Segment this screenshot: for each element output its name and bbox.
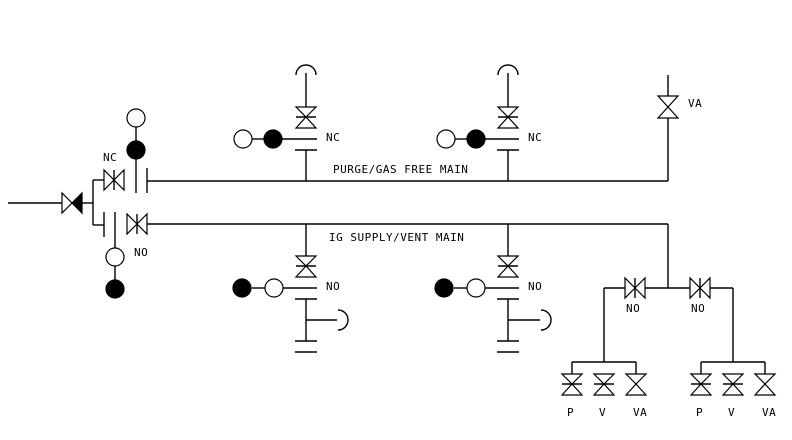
ig-branch-1 [232,224,349,353]
inlet-upper-valve-label: NC [103,151,117,164]
inlet-lower-valve-label: NO [134,246,148,259]
purge-vent-valve-label: VA [688,97,702,110]
outlet-group-1 [560,361,648,396]
purge-branch-1-label: NC [326,131,340,144]
distribution-valve-1-label: NO [626,302,640,315]
purge-vent-riser [656,75,680,181]
outlet-1-va-label: VA [633,406,647,419]
outlet-1-p-label: P [567,406,574,419]
outlet-2-p-label: P [696,406,703,419]
ig-main-label: IG SUPPLY/VENT MAIN [329,231,464,244]
inlet-upper-branch [93,108,668,193]
outlet-2-v-label: V [728,406,735,419]
distribution-valve-2-label: NO [691,302,705,315]
ig-branch-2-label: NO [528,280,542,293]
outlet-1-v-label: V [599,406,606,419]
inlet-line [8,180,94,225]
purge-branch-2 [436,64,520,181]
purge-branch-1 [233,64,318,181]
inlet-lower-branch [93,212,668,299]
distribution-header [603,224,734,362]
purge-main-label: PURGE/GAS FREE MAIN [333,163,468,176]
outlet-2-va-label: VA [762,406,776,419]
ig-branch-2 [434,224,552,353]
outlet-group-2 [689,361,777,396]
purge-branch-2-label: NC [528,131,542,144]
ig-branch-1-label: NO [326,280,340,293]
